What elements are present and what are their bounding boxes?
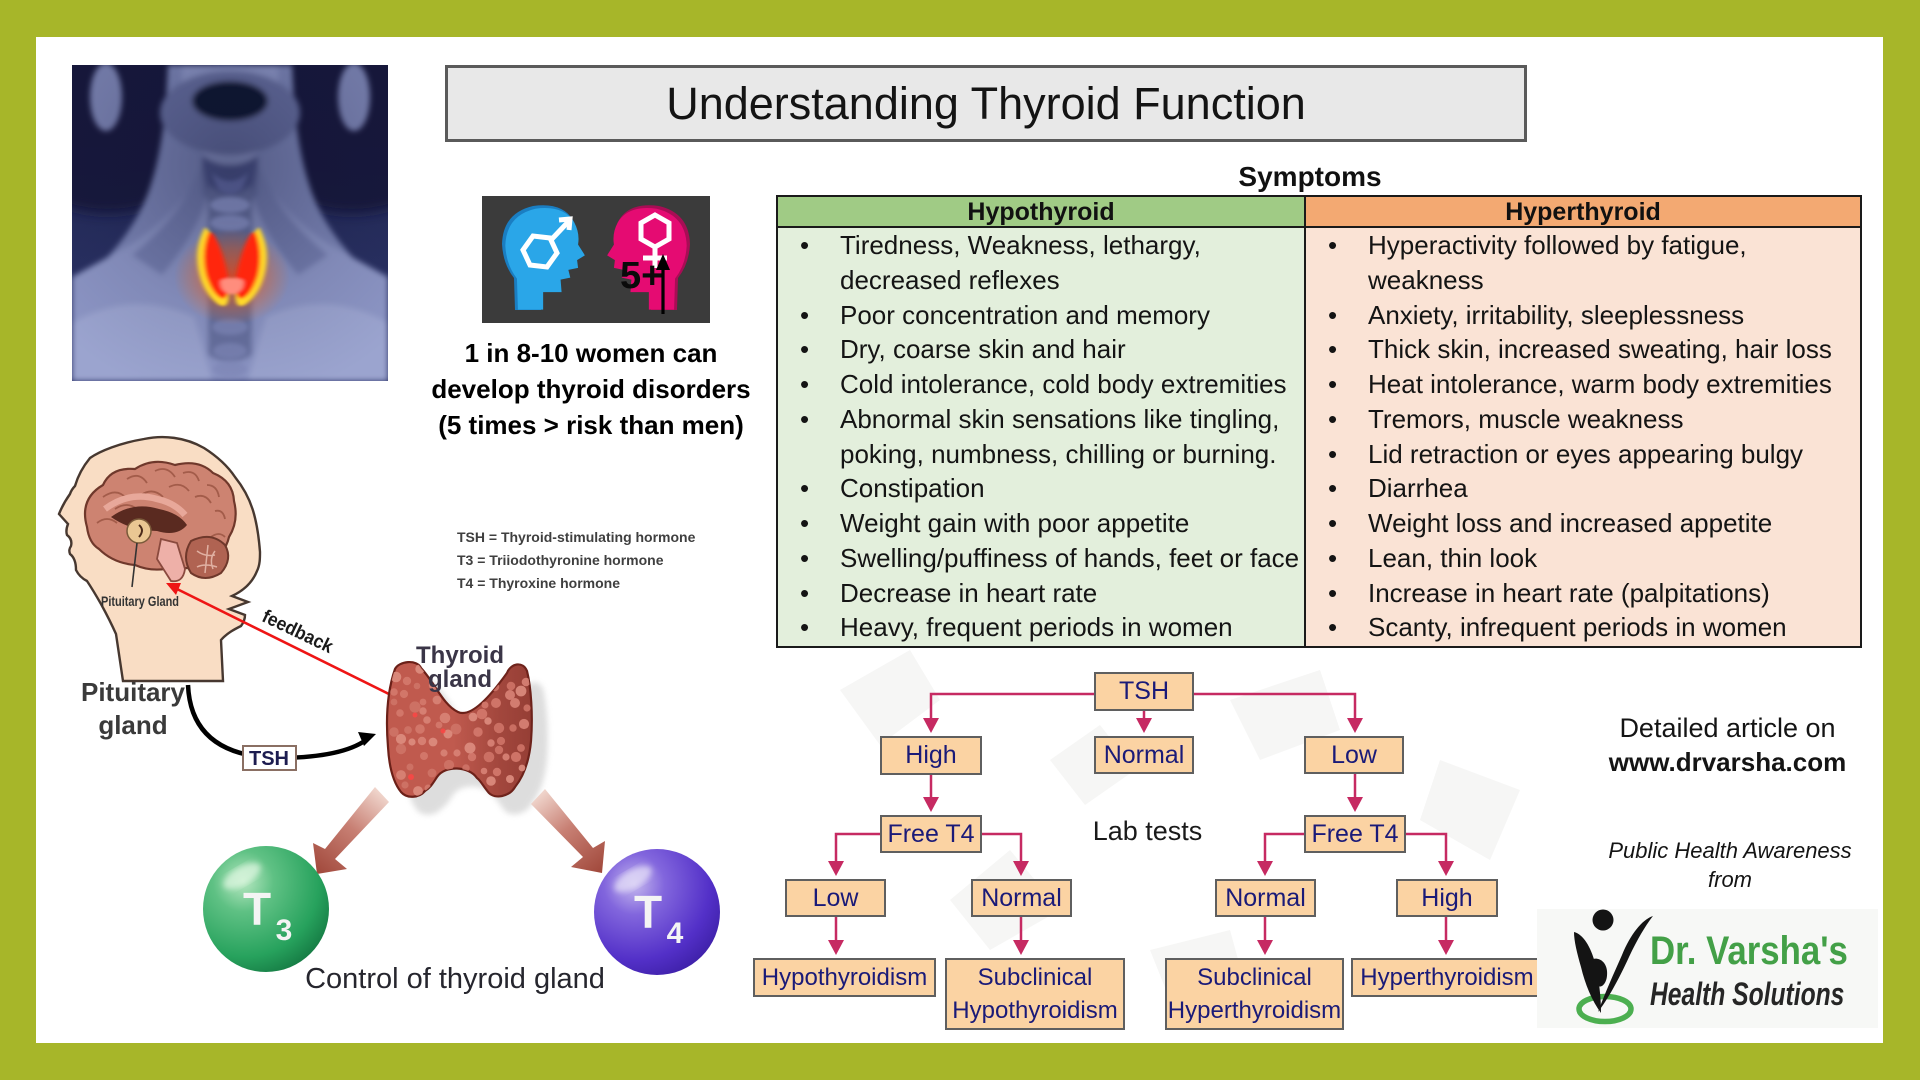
svg-text:T: T — [243, 883, 271, 935]
svg-text:3: 3 — [276, 914, 293, 947]
svg-text:T: T — [634, 886, 662, 938]
svg-text:feedback: feedback — [259, 606, 337, 658]
svg-text:4: 4 — [667, 917, 684, 950]
svg-text:Pituitary Gland: Pituitary Gland — [101, 593, 179, 609]
svg-text:Thyroid: Thyroid — [416, 642, 504, 669]
svg-text:5+: 5+ — [620, 255, 663, 297]
svg-text:gland: gland — [428, 666, 492, 693]
svg-text:TSH: TSH — [249, 748, 289, 770]
